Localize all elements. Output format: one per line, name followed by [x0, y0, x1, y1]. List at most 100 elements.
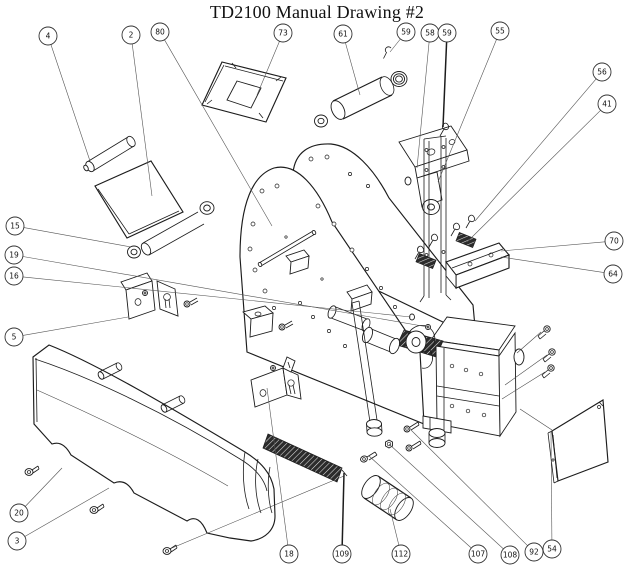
callout-balloon-56 [592, 62, 612, 82]
callout-balloon-59 [396, 22, 416, 42]
svg-text:19: 19 [9, 251, 19, 260]
svg-text:5: 5 [12, 333, 17, 342]
callout-balloon-108 [500, 545, 520, 565]
pivot-bracket-part [398, 125, 470, 215]
callout-70-15: 70 [500, 231, 624, 252]
callout-16-13: 16 [4, 266, 412, 318]
ribbed-roller-part [361, 475, 414, 521]
callout-balloon-16 [4, 266, 24, 286]
callout-balloon-54 [542, 539, 562, 559]
lift-channel-part [419, 135, 452, 303]
callout-2-1: 2 [121, 25, 153, 197]
callout-balloon-20 [9, 503, 29, 523]
callout-balloon-92 [524, 542, 544, 562]
svg-text:107: 107 [471, 550, 486, 559]
callout-balloon-19 [4, 245, 24, 265]
callout-56-9: 56 [474, 62, 612, 222]
center-l-bracket-part [250, 356, 302, 408]
svg-text:58: 58 [425, 29, 435, 38]
callout-107-22: 107 [368, 455, 488, 564]
mounting-screw-icon [537, 325, 556, 379]
callout-54-25: 54 [542, 430, 562, 559]
callout-92-24: 92 [410, 429, 544, 562]
lower-roller-part [127, 201, 215, 259]
callout-15-11: 15 [5, 216, 132, 248]
callout-20-17: 20 [9, 467, 63, 523]
callout-59-7: 59 [437, 23, 457, 128]
svg-text:18: 18 [284, 550, 294, 559]
svg-text:109: 109 [335, 550, 350, 559]
svg-text:55: 55 [495, 27, 505, 36]
callout-5-14: 5 [4, 316, 129, 347]
callout-balloon-2 [121, 25, 141, 45]
base-screw-icon [24, 465, 345, 555]
callout-41-10: 41 [466, 94, 617, 243]
callout-balloon-55 [490, 21, 510, 41]
callout-61-4: 61 [333, 24, 361, 96]
callout-balloon-15 [5, 216, 25, 236]
callout-59-5: 59 [389, 22, 416, 53]
svg-text:4: 4 [46, 32, 51, 41]
callout-balloon-70 [604, 231, 624, 251]
svg-text:54: 54 [547, 545, 557, 554]
callout-108-23: 108 [388, 443, 520, 565]
svg-text:59: 59 [401, 28, 411, 37]
carriage-box-part [396, 316, 553, 448]
guide-plate-part [94, 160, 184, 239]
side-cover-plate-part [547, 399, 609, 484]
callout-balloon-64 [603, 264, 623, 284]
callout-balloon-59 [437, 23, 457, 43]
svg-text:15: 15 [10, 222, 20, 231]
svg-text:64: 64 [608, 270, 618, 279]
callout-balloon-4 [38, 26, 58, 46]
callout-58-6: 58 [416, 23, 440, 169]
support-leg-part [351, 300, 383, 437]
callout-balloon-3 [7, 531, 27, 551]
svg-text:16: 16 [9, 272, 19, 281]
spring-hook-icon [414, 122, 476, 260]
svg-text:70: 70 [609, 237, 619, 246]
callout-balloon-18 [279, 544, 299, 564]
upper-roller-part [83, 135, 136, 173]
svg-text:20: 20 [14, 509, 24, 518]
idler-shaft-cluster-part [327, 305, 436, 369]
callout-balloon-109 [332, 544, 352, 564]
callout-balloon-41 [597, 94, 617, 114]
callout-112-21: 112 [389, 508, 411, 564]
svg-text:41: 41 [602, 100, 612, 109]
retainer-clip-icon [383, 46, 392, 59]
callout-80-2: 80 [150, 22, 273, 227]
svg-text:2: 2 [129, 31, 134, 40]
callout-73-3: 73 [256, 23, 293, 96]
svg-text:92: 92 [529, 548, 539, 557]
callout-balloon-80 [150, 22, 170, 42]
callout-balloon-112 [391, 544, 411, 564]
callout-balloon-107 [468, 544, 488, 564]
svg-text:108: 108 [503, 551, 518, 560]
callout-64-16: 64 [500, 256, 623, 284]
callout-balloon-61 [333, 24, 353, 44]
callout-4-0: 4 [38, 26, 91, 162]
svg-text:59: 59 [442, 29, 452, 38]
left-l-bracket-part [120, 272, 199, 320]
tension-spring-part [415, 232, 477, 269]
angle-bracket-part [445, 242, 510, 290]
callout-18-19: 18 [266, 387, 299, 564]
mount-plate-part [201, 61, 287, 123]
callouts-layer: 4 2 80 73 61 59 58 59 55 56 41 15 19 16 5 70 64 20 3 18 109 1… [4, 21, 624, 565]
callout-3-18: 3 [7, 487, 110, 551]
callout-19-12: 19 [4, 245, 429, 328]
callout-balloon-73 [273, 23, 293, 43]
svg-text:73: 73 [278, 29, 288, 38]
base-cover-part [32, 344, 276, 542]
svg-text:56: 56 [597, 68, 607, 77]
svg-text:80: 80 [155, 28, 165, 37]
angle-block-part [242, 305, 294, 338]
svg-text:3: 3 [15, 537, 20, 546]
svg-text:112: 112 [394, 550, 409, 559]
callout-balloon-5 [4, 327, 24, 347]
fastener-cluster-part [360, 421, 422, 463]
callout-109-20: 109 [332, 472, 352, 564]
